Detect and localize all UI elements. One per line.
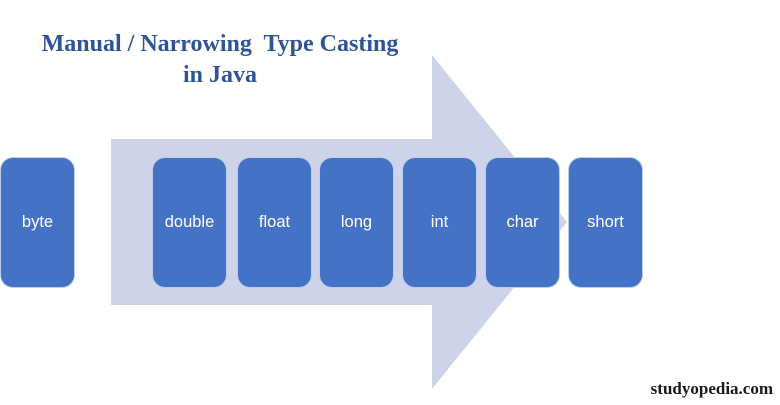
type-box-float: float <box>237 157 312 288</box>
type-box-double: double <box>152 157 227 288</box>
type-box-label: short <box>587 213 624 231</box>
type-box-label: long <box>340 213 373 231</box>
type-box-label: int <box>430 213 449 231</box>
type-box-byte: byte <box>0 157 75 288</box>
site-watermark: studyopedia.com <box>650 379 773 398</box>
type-box-short: short <box>568 157 643 288</box>
type-box-char: char <box>485 157 560 288</box>
type-box-label: double <box>164 213 215 231</box>
diagram-title-line1: Manual / Narrowing Type Casting <box>41 31 399 57</box>
type-box-label: float <box>258 213 291 231</box>
type-box-int: int <box>402 157 477 288</box>
type-box-label: char <box>506 213 539 231</box>
type-box-long: long <box>319 157 394 288</box>
type-box-label: byte <box>21 213 54 231</box>
diagram-title: Manual / Narrowing Type Casting in Java <box>18 29 422 91</box>
diagram-title-line2: in Java <box>182 62 257 88</box>
